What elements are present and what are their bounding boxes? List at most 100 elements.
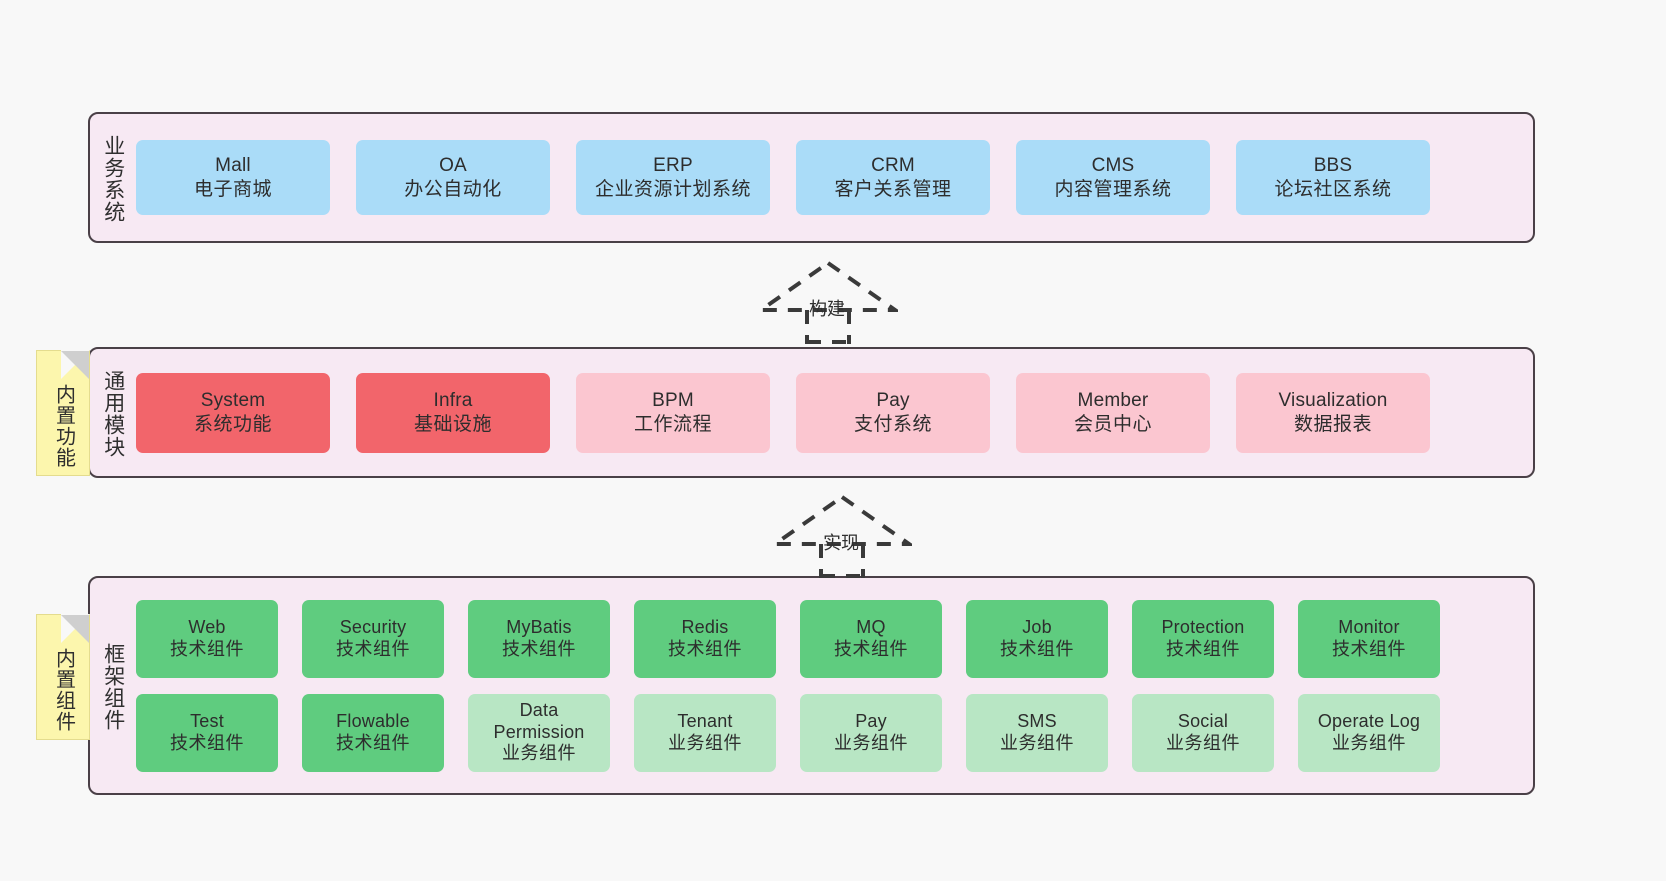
card-oa[interactable]: OA 办公自动化	[356, 140, 550, 215]
card-mall-cn: 电子商城	[193, 178, 272, 200]
card-system-cn: 系统功能	[193, 413, 272, 435]
layer-framework-component-body: Web 技术组件 Security 技术组件 MyBatis 技术组件 Redi…	[136, 578, 1533, 793]
card-test-cn: 技术组件	[170, 732, 244, 753]
card-sms-en: SMS	[1017, 710, 1057, 731]
connector-implement: 实现	[768, 492, 916, 578]
card-pay-component[interactable]: Pay 业务组件	[800, 693, 942, 772]
common-card-row: System 系统功能 Infra 基础设施 BPM 工作流程 Pay 支付系统…	[136, 372, 1519, 453]
card-erp-en: ERP	[653, 155, 693, 177]
card-pay-module-en: Pay	[876, 390, 910, 412]
connector-implement-arrow	[768, 494, 916, 578]
card-member[interactable]: Member 会员中心	[1016, 372, 1210, 453]
card-mybatis[interactable]: MyBatis 技术组件	[468, 599, 610, 678]
layer-framework-component-title: 框架组件	[101, 642, 125, 731]
card-web-en: Web	[188, 616, 226, 637]
card-tenant[interactable]: Tenant 业务组件	[634, 693, 776, 772]
layer-framework-component: 框架组件 Web 技术组件 Security 技术组件 MyBatis 技术组件…	[88, 576, 1535, 795]
card-crm-cn: 客户关系管理	[834, 178, 952, 200]
card-bpm[interactable]: BPM 工作流程	[576, 372, 770, 453]
card-mq[interactable]: MQ 技术组件	[800, 599, 942, 678]
card-infra-cn: 基础设施	[413, 413, 492, 435]
card-flowable[interactable]: Flowable 技术组件	[302, 693, 444, 772]
card-protection-cn: 技术组件	[1166, 638, 1240, 659]
card-protection-en: Protection	[1161, 616, 1245, 637]
card-tenant-cn: 业务组件	[668, 732, 742, 753]
card-test[interactable]: Test 技术组件	[136, 693, 278, 772]
card-cms-en: CMS	[1091, 155, 1135, 177]
card-social-en: Social	[1177, 710, 1229, 731]
card-bpm-cn: 工作流程	[633, 413, 712, 435]
layer-business-system-title: 业务系统	[101, 134, 125, 223]
card-tenant-en: Tenant	[677, 710, 733, 731]
layer-common-module-body: System 系统功能 Infra 基础设施 BPM 工作流程 Pay 支付系统…	[136, 349, 1533, 476]
card-operate-log-en: Operate Log	[1317, 710, 1421, 731]
card-protection[interactable]: Protection 技术组件	[1132, 599, 1274, 678]
card-bbs-en: BBS	[1313, 155, 1353, 177]
card-redis-en: Redis	[681, 616, 729, 637]
card-cms[interactable]: CMS 内容管理系统	[1016, 140, 1210, 215]
card-data-permission[interactable]: Data Permission 业务组件	[468, 693, 610, 772]
card-cms-cn: 内容管理系统	[1054, 178, 1172, 200]
card-mq-en: MQ	[856, 616, 886, 637]
connector-build-arrow	[754, 260, 902, 344]
card-infra[interactable]: Infra 基础设施	[356, 372, 550, 453]
card-mall-en: Mall	[215, 155, 251, 177]
layer-business-system: 业务系统 Mall 电子商城 OA 办公自动化 ERP 企业资源计划系统 CRM…	[88, 112, 1535, 243]
note-builtin-component: 内置组件	[36, 614, 90, 740]
card-bbs[interactable]: BBS 论坛社区系统	[1236, 140, 1430, 215]
card-monitor-en: Monitor	[1338, 616, 1400, 637]
card-security[interactable]: Security 技术组件	[302, 599, 444, 678]
card-security-en: Security	[339, 616, 407, 637]
card-web-cn: 技术组件	[170, 638, 244, 659]
card-erp[interactable]: ERP 企业资源计划系统	[576, 140, 770, 215]
card-pay-component-cn: 业务组件	[834, 732, 908, 753]
card-crm[interactable]: CRM 客户关系管理	[796, 140, 990, 215]
layer-business-system-body: Mall 电子商城 OA 办公自动化 ERP 企业资源计划系统 CRM 客户关系…	[136, 114, 1533, 241]
connector-implement-label: 实现	[823, 533, 859, 553]
card-system-en: System	[200, 390, 266, 412]
framework-business-row: Test 技术组件 Flowable 技术组件 Data Permission …	[136, 693, 1519, 772]
note-builtin-component-label: 内置组件	[52, 648, 75, 732]
card-mall[interactable]: Mall 电子商城	[136, 140, 330, 215]
card-monitor-cn: 技术组件	[1332, 638, 1406, 659]
framework-tech-row: Web 技术组件 Security 技术组件 MyBatis 技术组件 Redi…	[136, 599, 1519, 678]
card-job-en: Job	[1022, 616, 1052, 637]
card-web[interactable]: Web 技术组件	[136, 599, 278, 678]
card-crm-en: CRM	[871, 155, 915, 177]
layer-common-module-title: 通用模块	[101, 369, 125, 458]
card-visualization[interactable]: Visualization 数据报表	[1236, 372, 1430, 453]
card-oa-en: OA	[439, 155, 467, 177]
connector-build-label: 构建	[809, 299, 845, 319]
card-security-cn: 技术组件	[336, 638, 410, 659]
card-job[interactable]: Job 技术组件	[966, 599, 1108, 678]
card-sms-cn: 业务组件	[1000, 732, 1074, 753]
card-member-cn: 会员中心	[1073, 413, 1152, 435]
card-pay-component-en: Pay	[855, 710, 887, 731]
card-member-en: Member	[1077, 390, 1149, 412]
card-pay-module-cn: 支付系统	[853, 413, 932, 435]
card-test-en: Test	[190, 710, 224, 731]
card-sms[interactable]: SMS 业务组件	[966, 693, 1108, 772]
card-bbs-cn: 论坛社区系统	[1274, 178, 1392, 200]
card-job-cn: 技术组件	[1000, 638, 1074, 659]
card-redis[interactable]: Redis 技术组件	[634, 599, 776, 678]
card-operate-log-cn: 业务组件	[1332, 732, 1406, 753]
card-social[interactable]: Social 业务组件	[1132, 693, 1274, 772]
card-flowable-en: Flowable	[336, 710, 410, 731]
card-mybatis-en: MyBatis	[506, 616, 572, 637]
card-social-cn: 业务组件	[1166, 732, 1240, 753]
card-monitor[interactable]: Monitor 技术组件	[1298, 599, 1440, 678]
card-visualization-en: Visualization	[1278, 390, 1388, 412]
card-data-permission-cn: 业务组件	[502, 743, 576, 764]
card-mybatis-cn: 技术组件	[502, 638, 576, 659]
card-operate-log[interactable]: Operate Log 业务组件	[1298, 693, 1440, 772]
note-builtin-function: 内置功能	[36, 350, 90, 476]
card-infra-en: Infra	[433, 390, 473, 412]
card-oa-cn: 办公自动化	[404, 178, 502, 200]
card-data-permission-en: Data Permission	[493, 699, 585, 742]
connector-build: 构建	[754, 258, 902, 344]
card-mq-cn: 技术组件	[834, 638, 908, 659]
card-system[interactable]: System 系统功能	[136, 372, 330, 453]
card-pay-module[interactable]: Pay 支付系统	[796, 372, 990, 453]
